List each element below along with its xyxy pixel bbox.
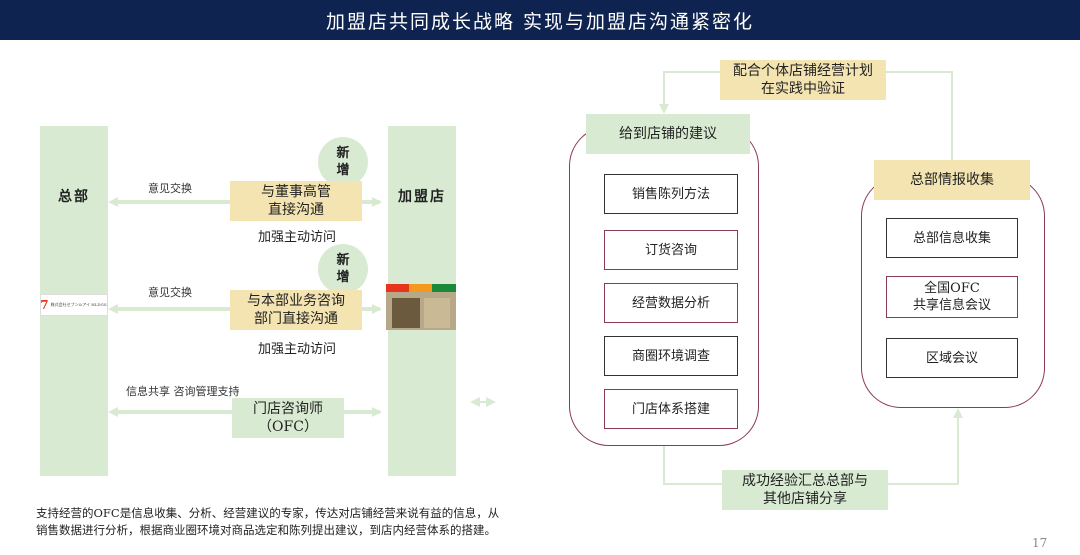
advice-item: 经营数据分析 [604, 283, 738, 323]
ofc-box: 门店咨询师（OFC） [232, 398, 344, 438]
row2-exchange-label: 意见交换 [148, 286, 192, 299]
advice-item: 订货咨询 [604, 230, 738, 270]
loop-bottom-right [888, 408, 963, 485]
bottom-share-box: 成功经验汇总总部与其他店铺分享 [722, 470, 888, 510]
advice-panel-title: 给到店铺的建议 [586, 114, 750, 154]
loop-top-left [659, 71, 720, 114]
new-badge-text: 新增 [336, 146, 350, 178]
row2-sub-label: 加强主动访问 [258, 342, 337, 357]
new-badge-1: 新增 [318, 137, 368, 187]
advice-item: 销售陈列方法 [604, 174, 738, 214]
seven-logo-icon: 7 [40, 298, 49, 312]
hq-info-panel-title: 总部情报收集 [874, 160, 1030, 200]
hq-label: 总部 [58, 189, 90, 205]
ofc-description: 支持经营的OFC是信息收集、分析、经营建议的专家，传达对店铺经营来说有益的信息，… [36, 506, 500, 537]
top-feedback-box: 配合个体店铺经营计划在实践中验证 [720, 60, 886, 100]
new-badge-text: 新增 [336, 253, 350, 285]
company-logo: 7 株式会社セブン&アイ HLDGS. [40, 294, 108, 316]
store-photo [386, 284, 456, 330]
loop-bottom-left [663, 444, 722, 485]
page-number: 17 [1032, 536, 1048, 550]
page-title: 加盟店共同成长战略 实现与加盟店沟通紧密化 [0, 0, 1080, 40]
advice-item: 商圈环境调查 [604, 336, 738, 376]
row1-box: 与董事高管直接沟通 [230, 181, 362, 221]
hq-info-item: 总部信息收集 [886, 218, 1018, 258]
new-badge-2: 新增 [318, 244, 368, 294]
row1-sub-label: 加强主动访问 [258, 230, 337, 245]
store-label: 加盟店 [398, 189, 446, 205]
row2-box: 与本部业务咨询部门直接沟通 [230, 290, 362, 330]
loop-top-right [886, 71, 953, 162]
row3-exchange-label: 信息共享 咨询管理支持 [126, 385, 240, 398]
hq-info-item: 区域会议 [886, 338, 1018, 378]
row1-exchange-label: 意见交换 [148, 182, 192, 195]
advice-item: 门店体系搭建 [604, 389, 738, 429]
